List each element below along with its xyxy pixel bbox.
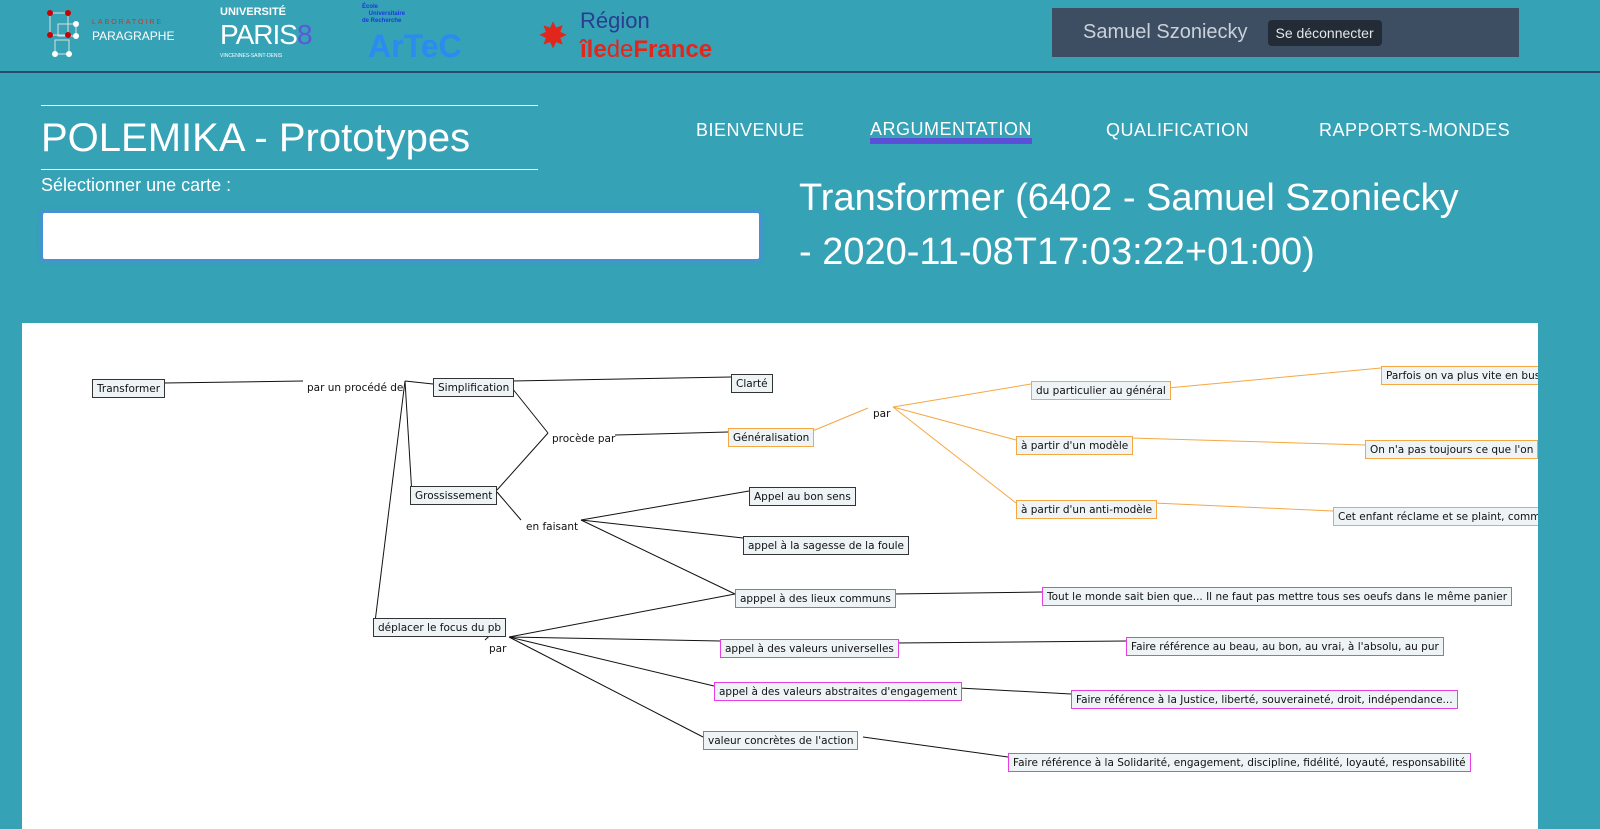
star-icon: ✸: [538, 15, 569, 56]
logo-region-idf[interactable]: ✸ Région îledeFrance: [538, 8, 713, 63]
node-deplacer-focus[interactable]: déplacer le focus du pb: [373, 618, 507, 637]
node-generalisation[interactable]: Généralisation: [728, 428, 815, 447]
nav-qualification[interactable]: QUALIFICATION: [1106, 120, 1250, 140]
node-particulier[interactable]: du particulier au général: [1031, 381, 1171, 400]
user-name: Samuel Szoniecky: [1083, 21, 1248, 43]
top-bar: LABORATOIRE PARAGRAPHE UNIVERSITÉ PARIS8…: [0, 0, 1600, 73]
node-grossissement[interactable]: Grossissement: [410, 486, 498, 505]
node-transformer[interactable]: Transformer: [92, 379, 166, 398]
node-simplification[interactable]: Simplification: [433, 378, 515, 397]
orange-edges: [809, 367, 1382, 512]
node-valeurs-universelles[interactable]: appel à des valeurs universelles: [720, 639, 899, 658]
select-map-label: Sélectionner une carte :: [41, 175, 232, 195]
page-title: POLEMIKA - Prototypes: [41, 105, 538, 170]
link-par-2[interactable]: par: [489, 643, 507, 655]
node-sagesse[interactable]: appel à la sagesse de la foule: [743, 536, 910, 555]
node-beau[interactable]: Faire référence au beau, au bon, au vrai…: [1126, 637, 1444, 656]
node-modele[interactable]: à partir d'un modèle: [1016, 436, 1134, 455]
node-toujours[interactable]: On n'a pas toujours ce que l'on: [1365, 440, 1538, 459]
logo-paris8[interactable]: UNIVERSITÉ PARIS8 VINCENNES-SAINT-DENIS: [220, 6, 313, 59]
map-search-input[interactable]: [41, 211, 761, 261]
node-lieux-communs[interactable]: apppel à des lieux communs: [735, 589, 896, 608]
user-box: Samuel Szoniecky Se déconnecter: [1052, 8, 1519, 57]
black-edges: [163, 376, 1127, 758]
node-clarte[interactable]: Clarté: [731, 374, 773, 393]
link-procede-de[interactable]: par un procédé de: [307, 382, 404, 394]
nav-rapports-mondes[interactable]: RAPPORTS-MONDES: [1319, 120, 1511, 140]
node-tout-le-monde[interactable]: Tout le monde sait bien que... Il ne fau…: [1042, 587, 1513, 606]
node-antimodele[interactable]: à partir d'un anti-modèle: [1016, 500, 1158, 519]
node-valeur-concretes[interactable]: valeur concrètes de l'action: [703, 731, 859, 750]
node-solidarite[interactable]: Faire référence à la Solidarité, engagem…: [1008, 753, 1471, 772]
nav-bienvenue[interactable]: BIENVENUE: [696, 120, 805, 140]
link-procede-par[interactable]: procède par: [552, 433, 616, 445]
logo-paragraphe[interactable]: LABORATOIRE PARAGRAPHE: [44, 10, 184, 60]
node-bus[interactable]: Parfois on va plus vite en bus: [1381, 366, 1538, 385]
link-en-faisant[interactable]: en faisant: [526, 521, 579, 533]
map-edges: [163, 367, 1382, 758]
node-bon-sens[interactable]: Appel au bon sens: [749, 487, 856, 506]
paragraphe-graph-icon: [47, 10, 79, 57]
map-title: Transformer (6402 - Samuel Szoniecky - 2…: [799, 177, 1459, 273]
argument-map[interactable]: Transformer par un procédé de Simplifica…: [22, 323, 1538, 829]
logout-button[interactable]: Se déconnecter: [1267, 19, 1382, 46]
node-valeurs-abstraites[interactable]: appel à des valeurs abstraites d'engagem…: [714, 682, 963, 701]
link-par[interactable]: par: [873, 408, 891, 420]
node-enfant[interactable]: Cet enfant réclame et se plaint, comm: [1333, 507, 1538, 526]
nav-argumentation[interactable]: ARGUMENTATION: [870, 120, 1032, 144]
node-justice[interactable]: Faire référence à la Justice, liberté, s…: [1071, 690, 1458, 709]
